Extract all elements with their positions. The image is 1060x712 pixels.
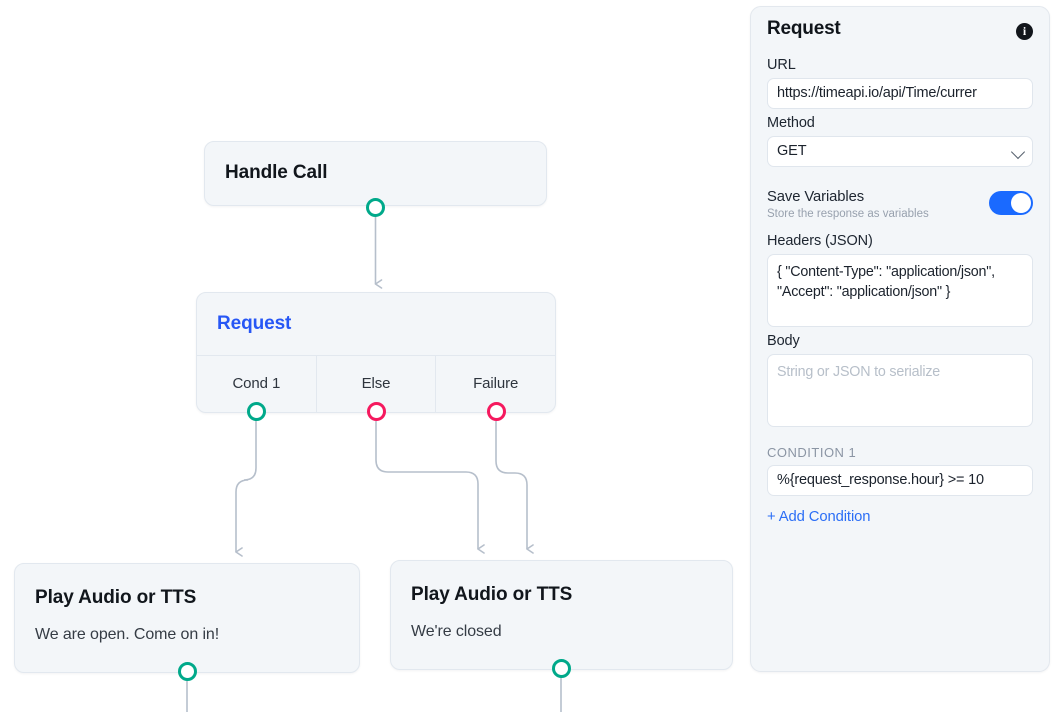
node-tts-open-text: We are open. Come on in! [35, 626, 220, 643]
node-tts-closed-text: We're closed [411, 623, 502, 640]
node-request[interactable]: Request Cond 1 Else Failure [196, 292, 556, 413]
node-handle-call[interactable]: Handle Call [204, 141, 547, 206]
headers-label: Headers (JSON) [767, 233, 873, 249]
request-properties-panel: Request i URL https://timeapi.io/api/Tim… [750, 6, 1050, 672]
node-play-audio-tts-closed[interactable]: Play Audio or TTS We're closed [390, 560, 733, 670]
edge-cond1-tts-open [235, 421, 257, 557]
handle-request-failure[interactable] [487, 402, 506, 421]
node-handle-call-title: Handle Call [225, 162, 328, 183]
save-variables-label: Save Variables [767, 189, 865, 205]
condition-1-input[interactable]: %{request_response.hour} >= 10 [767, 465, 1033, 496]
handle-request-cond1[interactable] [247, 402, 266, 421]
save-variables-toggle[interactable] [989, 191, 1033, 215]
method-select-wrap: GET [767, 136, 1033, 167]
info-icon[interactable]: i [1016, 23, 1033, 40]
node-request-outputs: Cond 1 Else Failure [197, 356, 555, 412]
node-tts-open-title: Play Audio or TTS [35, 587, 197, 608]
condition-1-label: CONDITION 1 [767, 445, 857, 460]
node-request-header: Request [197, 293, 555, 356]
url-input[interactable]: https://timeapi.io/api/Time/currer [767, 78, 1033, 109]
save-variables-row: Save Variables Store the response as var… [767, 189, 1033, 227]
node-tts-closed-title: Play Audio or TTS [411, 584, 573, 605]
edge-else-tts-closed [375, 421, 485, 554]
panel-header: Request i [767, 7, 1033, 51]
add-condition-button[interactable]: + Add Condition [767, 509, 871, 525]
node-request-output-else[interactable]: Else [315, 356, 436, 412]
save-variables-description: Store the response as variables [767, 208, 929, 220]
flow-canvas[interactable]: Handle Call Request Cond 1 Else Failure … [0, 0, 748, 712]
method-label: Method [767, 115, 815, 131]
method-select[interactable]: GET [767, 136, 1033, 167]
handle-request-else[interactable] [367, 402, 386, 421]
toggle-knob [1011, 193, 1031, 213]
output-label-cond1: Cond 1 [232, 374, 281, 392]
edge-failure-tts-closed [495, 421, 534, 554]
node-request-title: Request [217, 313, 292, 334]
url-label: URL [767, 57, 796, 73]
handle-handle-call-output[interactable] [366, 198, 385, 217]
node-request-output-cond1[interactable]: Cond 1 [197, 356, 316, 412]
node-play-audio-tts-open[interactable]: Play Audio or TTS We are open. Come on i… [14, 563, 360, 673]
node-request-output-failure[interactable]: Failure [435, 356, 555, 412]
handle-tts-closed-output[interactable] [552, 659, 571, 678]
panel-title: Request [767, 18, 841, 39]
handle-tts-open-output[interactable] [178, 662, 197, 681]
headers-textarea[interactable]: { "Content-Type": "application/json", "A… [767, 254, 1033, 327]
body-textarea[interactable]: String or JSON to serialize [767, 354, 1033, 427]
body-label: Body [767, 333, 800, 349]
output-label-else: Else [361, 374, 391, 392]
output-label-failure: Failure [473, 374, 519, 392]
